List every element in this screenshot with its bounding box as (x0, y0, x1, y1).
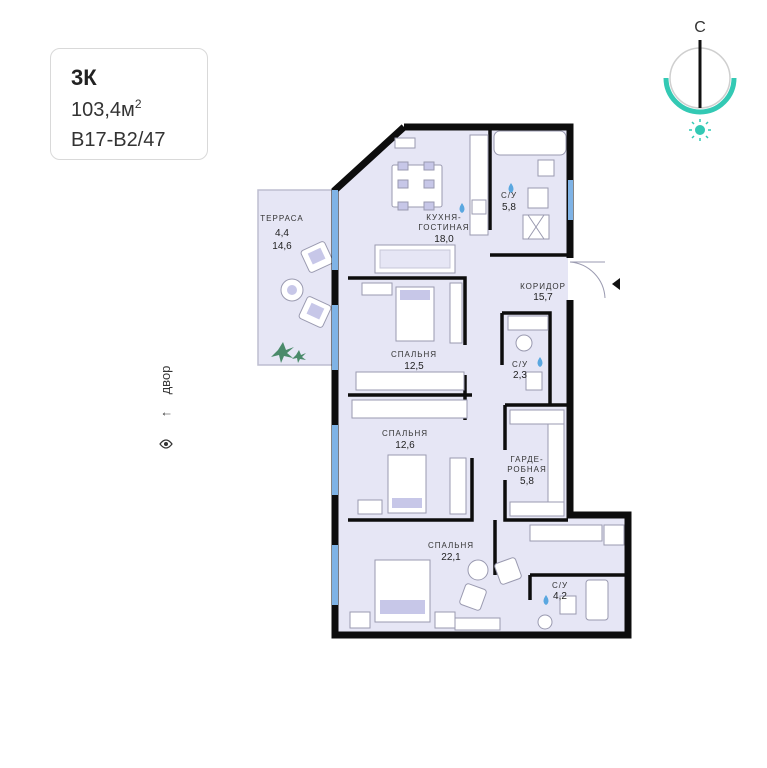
wc2-fixtures (507, 315, 549, 391)
bath1-name: С/У (501, 191, 517, 200)
wardrobe (449, 457, 467, 515)
kitchen-counter (469, 134, 489, 236)
armchair-icon (298, 296, 332, 328)
compass-north-label: С (694, 19, 706, 36)
water-drop-icons (459, 183, 549, 605)
wc2-name: С/У (512, 360, 528, 369)
water-drop-icon (508, 183, 514, 193)
round-table-icon (280, 278, 304, 302)
room-count: 3К (71, 65, 97, 90)
total-area: 103,4м2 (71, 97, 142, 122)
bedroom3-furniture (349, 524, 625, 631)
total-area-value: 103,4м (71, 99, 135, 121)
bath3-name: С/У (552, 581, 568, 590)
wardrobe (529, 524, 603, 542)
apartment-info-card: 3К 103,4м2 В17-В2/47 (50, 48, 208, 160)
wardrobe (449, 282, 463, 344)
corridor-name: КОРИДОР (520, 282, 566, 291)
bedroom3-name: СПАЛЬНЯ (428, 541, 474, 550)
wardrobe-shelves (509, 409, 565, 517)
bedroom3-area: 22,1 (441, 552, 461, 563)
kitchen-name-1: КУХНЯ- (426, 213, 461, 222)
round-table-icon (467, 559, 489, 581)
sink-icon (515, 334, 533, 352)
bedroom1-area: 12,5 (404, 361, 424, 372)
sink-icon (471, 199, 487, 215)
cabinet (394, 137, 416, 149)
window (332, 425, 338, 495)
entrance-arrow-icon (612, 278, 620, 290)
terrace-name: ТЕРРАСА (260, 214, 303, 223)
yard-label: двор (158, 366, 173, 395)
window (568, 180, 573, 220)
entrance-door (569, 261, 620, 299)
area-unit-superscript: 2 (134, 97, 142, 111)
eye-icon (159, 439, 173, 449)
window (332, 190, 338, 270)
bath3-fixtures (537, 579, 609, 630)
dining-table (391, 164, 443, 208)
sun-icon (689, 119, 711, 141)
bedroom2-furniture (351, 399, 468, 515)
bedroom1-furniture (355, 282, 465, 391)
plant-icon (271, 342, 306, 363)
sink-icon (537, 159, 555, 177)
water-drop-icon (543, 595, 549, 605)
water-drop-icon (459, 203, 465, 213)
toilet-icon (527, 187, 549, 209)
wardrobe-name-2: РОБНАЯ (507, 465, 547, 474)
yard-indicator: двор ↑ (158, 366, 173, 449)
windows (332, 180, 573, 605)
armchair-icon (300, 241, 334, 273)
bedroom1-name: СПАЛЬНЯ (391, 350, 437, 359)
toilet-icon (559, 595, 577, 615)
terrace-area-1: 4,4 (275, 228, 289, 239)
window (332, 545, 338, 605)
armchair-icon (459, 583, 487, 611)
yard-arrow-icon: ↑ (158, 411, 173, 418)
interior-walls (348, 127, 628, 600)
desk (351, 399, 468, 419)
bath3-area: 4,2 (553, 591, 567, 602)
wardrobe-name-1: ГАРДЕ- (510, 455, 543, 464)
dresser (454, 617, 501, 631)
sink-icon (537, 614, 553, 630)
bedroom2-name: СПАЛЬНЯ (382, 429, 428, 438)
window (332, 305, 338, 370)
kitchen-furniture (374, 134, 489, 274)
bath1-area: 5,8 (502, 202, 516, 213)
toilet-icon (525, 371, 543, 391)
bath1-fixtures (493, 130, 567, 240)
desk (355, 371, 465, 391)
terrace-area-2: 14,6 (272, 241, 292, 252)
corridor-area: 15,7 (533, 292, 553, 303)
kitchen-area: 18,0 (434, 234, 454, 245)
armchair-icon (494, 557, 522, 585)
apartment-code: В17-В2/47 (71, 129, 166, 151)
shower-icon (585, 579, 609, 621)
kitchen-name-2: ГОСТИНАЯ (418, 223, 469, 232)
chair-icons (397, 161, 435, 211)
compass-sun-arc (663, 77, 737, 115)
bathtub-icon (493, 130, 567, 156)
room-labels: ТЕРРАСА 4,4 14,6 КУХНЯ- ГОСТИНАЯ 18,0 С/… (260, 191, 568, 602)
water-drop-icon (537, 357, 543, 367)
bedroom2-area: 12,6 (395, 440, 415, 451)
wc2-area: 2,3 (513, 370, 527, 381)
wardrobe-area: 5,8 (520, 476, 534, 487)
compass: С (663, 19, 737, 141)
